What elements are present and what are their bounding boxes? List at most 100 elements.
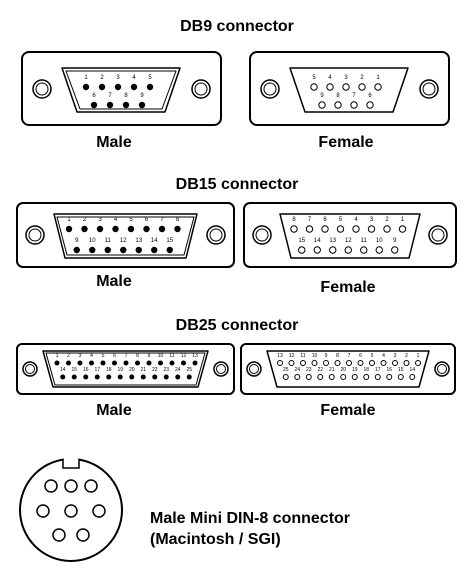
db15-male-pin-label: 2 <box>83 217 87 223</box>
db15-male-pin <box>135 246 142 254</box>
db9-male-pin-label: 2 <box>100 75 104 81</box>
db25-male-pin <box>89 360 94 366</box>
db25-female-pin-socket <box>340 374 347 380</box>
db25-male-pin-label: 25 <box>186 367 192 373</box>
db15-male-pin-label: 13 <box>135 238 142 244</box>
db25-male-pin-label: 24 <box>175 367 181 373</box>
db15-male-pin-label: 4 <box>114 217 118 223</box>
db15-male-pin <box>166 246 173 254</box>
db25-male-pin-label: 15 <box>71 367 77 373</box>
db25-female-pin-socket <box>380 360 387 366</box>
db25-male-pin-label: 6 <box>113 353 116 359</box>
db25-male-pin <box>117 374 123 380</box>
db25-female-pin-socket <box>351 374 358 380</box>
db25-male-pin <box>77 360 83 366</box>
db15-female-pin-label: 4 <box>354 217 358 223</box>
db15-female-pin-socket <box>352 225 360 233</box>
db25-male-pin <box>192 360 198 366</box>
db25-female-pin-socket <box>317 374 324 380</box>
db25-female-pin-socket <box>374 374 381 380</box>
db25-female-pin-label: 4 <box>382 353 385 359</box>
db15-female-pin-socket <box>391 246 399 254</box>
db25-male-pin-label: 7 <box>125 353 128 359</box>
db25-female-pin-label: 23 <box>306 367 312 373</box>
db15-female-pin-label: 12 <box>345 238 352 244</box>
db9-female-pin-label: 9 <box>320 93 324 99</box>
db25-female-pin-socket <box>323 360 329 366</box>
db15-male-pin <box>96 225 104 233</box>
db15-male-pin <box>174 225 181 233</box>
db15-male-pin-label: 14 <box>151 238 158 244</box>
db25-male-pin-label: 2 <box>67 353 70 359</box>
db25-male-pin <box>152 374 158 380</box>
db25-male-pin-label: 4 <box>90 353 93 359</box>
db25-male-pin <box>54 360 60 366</box>
db9-male-pin <box>130 83 138 91</box>
db15-male-pin-label: 6 <box>145 217 149 223</box>
db9-female-pin-label: 7 <box>352 93 356 99</box>
db9-male-pin <box>114 83 122 91</box>
db15-male-pin-label: 3 <box>98 217 102 223</box>
db15-title: DB15 connector <box>176 176 299 193</box>
db25-female-pin-label: 16 <box>386 367 392 373</box>
db9-female-pin-socket <box>358 83 366 91</box>
db25-female-pin-label: 18 <box>363 367 369 373</box>
db25-female-pin-label: 19 <box>352 367 358 373</box>
db15-male-pin-label: 15 <box>166 238 173 244</box>
db15-female-pin-label: 11 <box>361 238 368 244</box>
db25-male-pin-label: 16 <box>83 367 89 373</box>
db25-female-label: Female <box>320 402 375 419</box>
db9-male-pin-label: 8 <box>124 93 128 99</box>
db15-male-pin-label: 12 <box>120 238 127 244</box>
db15-male-pin-label: 5 <box>129 217 133 223</box>
db15-female-pin-label: 8 <box>292 217 296 223</box>
db25-female-pin-socket <box>328 374 335 380</box>
db25-female-pin-socket <box>305 374 312 380</box>
db9-male-pin-label: 4 <box>132 75 136 81</box>
db25-female-pin-label: 3 <box>394 353 397 359</box>
mini-din8-pins <box>36 479 106 542</box>
db15-female-pin-label: 10 <box>376 238 383 244</box>
db9-female-pin-socket <box>374 83 382 91</box>
db25-female-pin-socket <box>392 360 398 366</box>
db25-male-pin <box>106 374 112 380</box>
mini-din8-pin <box>92 504 106 518</box>
db15-female-pin-label: 14 <box>314 238 321 244</box>
db25-male-pin-label: 20 <box>129 367 135 373</box>
db15-female-pin-socket <box>321 225 329 233</box>
db25-female-pin-label: 20 <box>340 367 346 373</box>
db9-title: DB9 connector <box>180 18 294 35</box>
db25-male-pin-label: 12 <box>181 353 187 359</box>
db25-female-pin-socket <box>288 360 295 366</box>
db25-male-pin <box>94 374 100 380</box>
db9-male-pin-label: 5 <box>148 75 152 81</box>
mini-din-label-line2: (Macintosh / SGI) <box>150 531 281 548</box>
db25-female-pin-socket <box>282 374 289 380</box>
db25-male-pin <box>146 360 152 366</box>
db9-female-pin-socket <box>342 83 350 91</box>
db25-female-pin-socket <box>403 360 410 366</box>
db15-male-pin <box>120 246 127 254</box>
db25-male-pin-label: 1 <box>56 353 59 359</box>
db15-female-pin-socket <box>290 225 298 233</box>
db15-female-pin-socket <box>367 225 376 233</box>
db25-female-pin-label: 2 <box>405 353 408 359</box>
db15-female-pin-socket <box>336 225 345 233</box>
db9-female-pin-socket <box>310 83 318 91</box>
db15-male-pin-label: 10 <box>89 238 96 244</box>
db9-female-pin-label: 5 <box>312 75 316 81</box>
db9-female-pin-socket <box>318 101 326 109</box>
db25-male-pin <box>71 374 77 380</box>
db25-female-pin-socket <box>294 374 301 380</box>
mini-din8-pin <box>44 479 58 493</box>
db25-female-pin-label: 15 <box>398 367 404 373</box>
db15-female-pin-socket <box>313 246 321 254</box>
db15-female-pin-socket <box>298 246 306 254</box>
db25-male-pin <box>140 374 146 380</box>
db25-female-pin-label: 25 <box>283 367 289 373</box>
